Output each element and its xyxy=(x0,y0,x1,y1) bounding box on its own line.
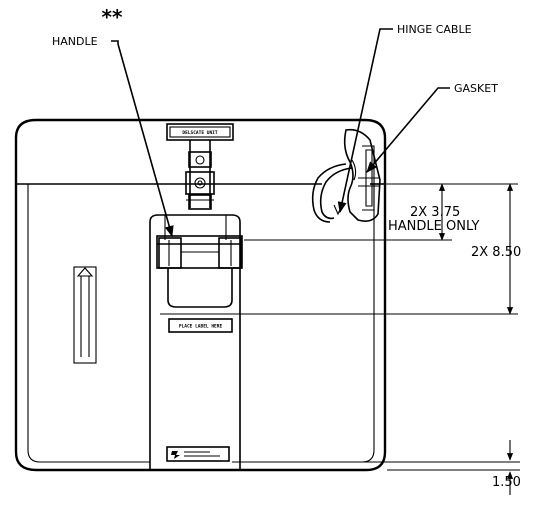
handle-only-note: HANDLE ONLY xyxy=(388,219,479,234)
handle-callout: ** HANDLE xyxy=(52,5,174,238)
dimension-handle-only: 2X 3.75 HANDLE ONLY xyxy=(244,183,479,241)
label-area-text: PLACE LABEL HERE xyxy=(179,324,223,330)
side-handle-slot xyxy=(73,266,97,364)
hinge-cable-callout: HINGE CABLE xyxy=(337,23,472,214)
handle-only-value: 2X 3.75 xyxy=(410,205,460,220)
gasket-label: GASKET xyxy=(454,82,498,95)
center-channel xyxy=(149,214,241,470)
dimension-bottom-offset: 1.50 xyxy=(232,440,521,495)
latch-plate-text: DELSCATE UNIT xyxy=(182,130,218,136)
asterisk-mark: ** xyxy=(102,5,123,29)
hinge-cable xyxy=(311,163,353,223)
nameplate xyxy=(166,446,230,462)
handle-label: HANDLE xyxy=(52,35,98,48)
gasket-callout: GASKET xyxy=(366,82,498,173)
hinge-cable-label: HINGE CABLE xyxy=(397,23,472,36)
top-handle xyxy=(156,235,243,308)
latch-plate: DELSCATE UNIT xyxy=(166,123,234,141)
height-value: 2X 8.50 xyxy=(471,245,521,260)
dimension-height: 2X 8.50 xyxy=(160,183,521,315)
label-area: PLACE LABEL HERE xyxy=(168,318,233,333)
bottom-offset-value: 1.50 xyxy=(492,475,521,490)
gasket-detail xyxy=(343,128,381,222)
latch-hasp xyxy=(185,140,215,210)
